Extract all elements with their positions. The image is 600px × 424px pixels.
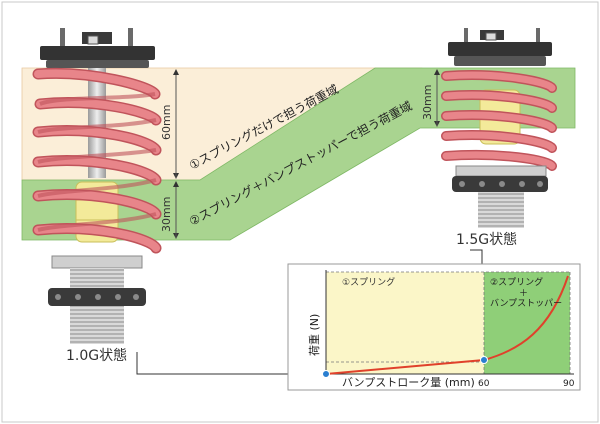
shock-absorber-left [32, 28, 162, 344]
state-1-0g-leader [136, 352, 326, 375]
graph-region1-label: ①スプリング [342, 276, 395, 288]
load-stroke-graph: ①スプリング ②スプリング ＋ バンプストッパー 荷重 (N) バンプストローク… [287, 263, 581, 391]
graph-region2-label-plus: ＋ [519, 288, 528, 299]
load-curve [325, 275, 569, 375]
graph-region2-label-1: ②スプリング [490, 276, 543, 288]
dimension-30mm-right-label: 30mm [421, 85, 434, 120]
state-1-5g-label: 1.5G状態 [456, 232, 517, 248]
graph-region2-label-2: バンプストッパー [490, 298, 562, 309]
marker-1-5g [480, 356, 488, 364]
dimension-30mm-left-label: 30mm [160, 197, 173, 232]
state-1-0g-label: 1.0G状態 [66, 348, 127, 364]
graph-region-bumpstop [484, 272, 570, 374]
shock-absorber-right [441, 28, 557, 228]
graph-xlabel: バンプストローク量 (mm) [342, 376, 475, 389]
graph-tick-60: 60 [478, 379, 490, 389]
graph-ylabel: 荷重 (N) [307, 314, 321, 356]
graph-region-spring [326, 272, 484, 374]
graph-tick-90: 90 [563, 379, 575, 389]
marker-1-0g [322, 370, 330, 378]
dimension-60mm-label: 60mm [160, 105, 173, 140]
